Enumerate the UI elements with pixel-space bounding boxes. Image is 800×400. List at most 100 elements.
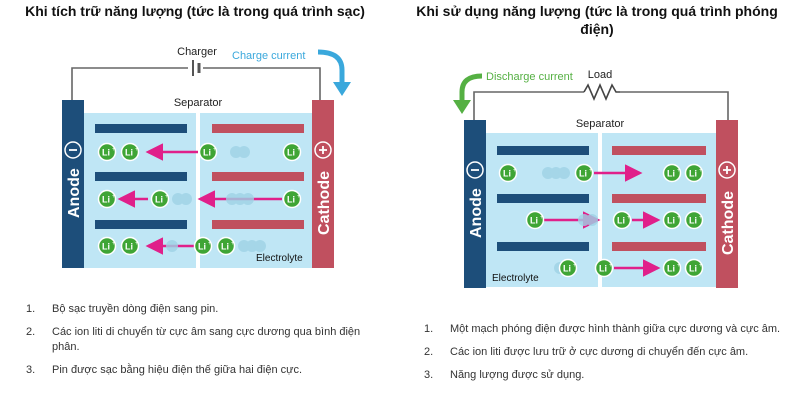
lithium-ion-label: Li [287,148,295,158]
lithium-ion: Li+ [150,189,170,209]
ion-charge-sign: + [208,241,212,247]
cathode-layer [212,172,304,181]
charging-diagram: Charger Charge current Separator Anode C… [62,46,351,268]
ion-charge-sign: + [573,263,577,269]
anode-label: Anode [468,188,485,238]
lithium-ion-label: Li [667,216,675,226]
anode-electrode [464,120,486,288]
lithium-ion: Li+ [97,236,117,256]
load-label: Load [588,69,612,81]
lithium-ion-label: Li [287,195,295,205]
ion-charge-sign: + [699,263,703,269]
charger-label: Charger [177,46,217,58]
separator-label: Separator [576,118,625,130]
lithium-ion: Li+ [216,236,236,256]
charger-wire [71,67,321,100]
lithium-ion-label: Li [689,216,697,226]
lithium-ion: Li+ [662,163,682,183]
lithium-ion-label: Li [503,169,511,179]
lithium-ion-label: Li [102,148,110,158]
ion-charge-sign: + [609,263,613,269]
lithium-ion: Li+ [525,210,545,230]
lithium-ion-label: Li [203,148,211,158]
lithium-ion: Li+ [662,258,682,278]
lithium-ion-label: Li [102,242,110,252]
cathode-plus-icon [718,161,736,179]
step-item: 3. Năng lượng được sử dụng. [424,368,796,383]
lithium-ion: Li+ [120,142,140,162]
lithium-ion-label: Li [667,264,675,274]
lithium-ion: Li+ [558,258,578,278]
anode-electrode [62,100,84,268]
step-text: Một mạch phóng điện được hình thành giữa… [450,323,781,335]
ion-charge-sign: + [699,215,703,221]
step-item: 3.Pin được sạc bằng hiệu điện thế giữa h… [26,363,381,378]
lithium-ion-label: Li [599,264,607,274]
ion-charge-sign: + [135,147,139,153]
lithium-ion-label: Li [689,169,697,179]
discharging-diagram: Load Discharge current Separator Anode C… [453,69,738,288]
ion-charge-sign: + [627,215,631,221]
anode-minus-icon [64,141,82,159]
right-title: Khi sử dụng năng lượng (tức là trong quá… [402,2,792,38]
lithium-ion: Li+ [97,189,117,209]
anode-layer [95,124,187,133]
lithium-ion: Li+ [612,210,632,230]
step-item: 1. Một mạch phóng điện được hình thành gi… [424,322,796,337]
step-item: 2. Các ion liti được lưu trữ ở cực dương … [424,345,796,360]
anode-layer [95,220,187,229]
lithium-ion: Li+ [97,142,117,162]
anode-layer [497,146,589,155]
lithium-ion: Li+ [193,236,213,256]
step-number: 2. [424,346,434,358]
step-number: 2. [26,326,36,338]
cathode-electrode [716,120,738,288]
lithium-ion: Li+ [198,142,218,162]
lithium-ion-label: Li [198,242,206,252]
ion-charge-sign: + [297,147,301,153]
step-text: Năng lượng được sử dụng. [450,369,585,381]
lithium-ion: Li+ [662,210,682,230]
anode-layer [95,172,187,181]
charging-steps-list: 1.Bộ sạc truyền dòng điện sang pin. 2. Các… [26,302,381,386]
lithium-ion-label: Li [579,169,587,179]
lithium-ion: Li+ [282,142,302,162]
step-item: 1.Bộ sạc truyền dòng điện sang pin. [26,302,381,317]
charge-current-label: Charge current [232,50,305,62]
ion-charge-sign: + [112,241,116,247]
anode-layer [497,194,589,203]
lithium-ion-label: Li [221,242,229,252]
charge-current-arrow [317,49,351,96]
ion-charge-sign: + [297,194,301,200]
lithium-ion-label: Li [102,195,110,205]
charger-symbol [192,60,201,76]
cathode-layer [212,124,304,133]
ion-charge-sign: + [112,147,116,153]
step-text: Các ion liti được lưu trữ ở cực dương di… [450,346,749,358]
lithium-ion-label: Li [689,264,697,274]
lithium-ion-label: Li [563,264,571,274]
lithium-ion-label: Li [530,216,538,226]
step-text: Các ion liti di chuyển từ cực âm sang cự… [52,326,361,353]
step-text: Pin được sạc bằng hiệu điện thế giữa hai… [52,364,303,376]
ion-charge-sign: + [165,194,169,200]
lithium-ion-label: Li [155,195,163,205]
ion-charge-sign: + [589,168,593,174]
ion-charge-sign: + [677,215,681,221]
ion-charge-sign: + [213,147,217,153]
lithium-ion: Li+ [498,163,518,183]
ion-charge-sign: + [112,194,116,200]
ion-charge-sign: + [540,215,544,221]
lithium-ion: Li+ [120,236,140,256]
step-number: 1. [424,323,434,335]
load-resistor-icon [583,82,620,102]
lithium-ion: Li+ [684,163,704,183]
discharging-steps-list: 1. Một mạch phóng điện được hình thành gi… [424,322,796,391]
discharge-current-arrow [453,73,483,114]
lithium-ion: Li+ [574,163,594,183]
cathode-layer [612,242,706,251]
electrolyte-label: Electrolyte [492,273,539,284]
step-number: 3. [424,369,434,381]
anode-minus-icon [466,161,484,179]
step-number: 1. [26,303,36,315]
